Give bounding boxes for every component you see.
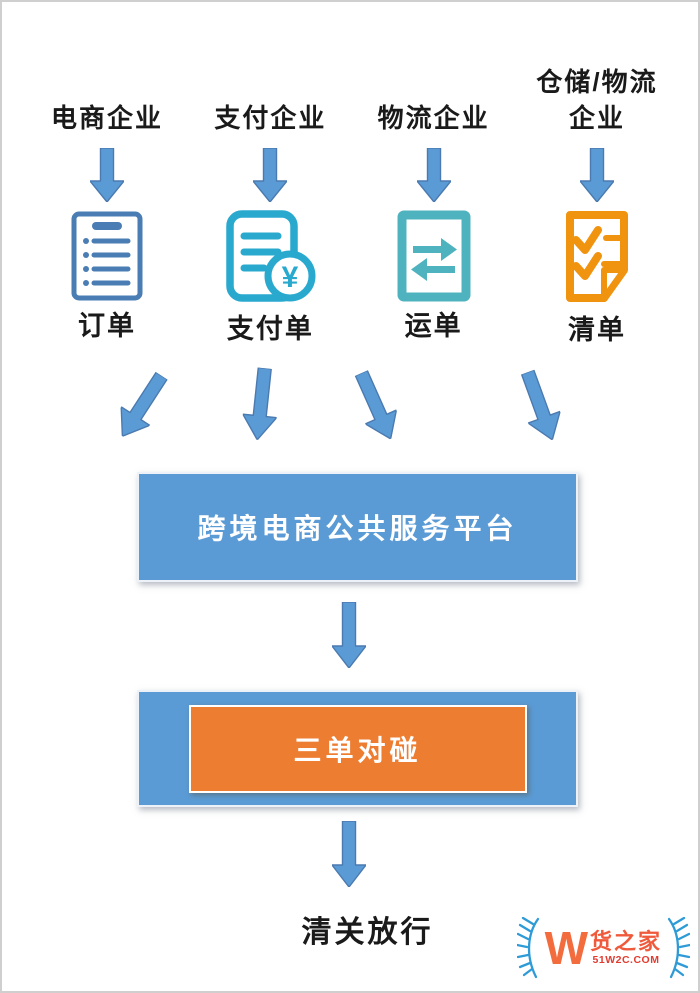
doc-label: 支付单 (226, 314, 314, 344)
logo-monogram: W (544, 922, 588, 974)
result-label: 清关放行 (301, 916, 434, 949)
diagonal-arrow-icon (354, 369, 398, 440)
yen-sign: ¥ (282, 261, 299, 294)
column-header: 仓储/物流 企业 (536, 56, 657, 136)
down-arrow-icon (332, 602, 366, 668)
watermark-logo: W 货之家 51W2C.COM (516, 917, 690, 979)
laurel-right-icon (667, 917, 690, 979)
down-arrow-icon (90, 148, 124, 202)
column-payment: 支付企业 ¥ 支付单 (195, 56, 345, 348)
header-text: 物流企业 (377, 103, 490, 133)
header-text-line2: 企业 (568, 103, 625, 133)
doc-label: 订单 (78, 311, 136, 341)
diagonal-arrow-icon (242, 366, 278, 441)
logo-texts: 货之家 51W2C.COM (589, 928, 662, 967)
header-text: 电商企业 (50, 103, 163, 133)
laurel-left-icon (516, 917, 539, 979)
header-text-line1: 仓储/物流 (536, 67, 658, 97)
diagonal-arrow-icon (520, 369, 561, 441)
column-logistics: 物流企业 运单 (359, 56, 509, 348)
column-warehouse-logistics: 仓储/物流 企业 清单 (522, 56, 672, 348)
platform-box: 跨境电商公共服务平台 (137, 472, 578, 582)
payment-bill-icon: ¥ (226, 210, 316, 302)
diagonal-arrow-icon (120, 371, 168, 437)
logo-name: 货之家 (589, 928, 662, 954)
transfer-arrows-icon (397, 210, 471, 302)
logo-site: 51W2C.COM (592, 953, 660, 966)
down-arrow-icon (579, 148, 614, 202)
doc-label: 清单 (567, 315, 626, 345)
doc-label: 运单 (404, 311, 463, 341)
down-arrow-icon (253, 148, 288, 202)
order-list-icon (71, 211, 143, 301)
source-columns: 电商企业 订单 支付企业 (2, 2, 698, 348)
down-arrow-icon (332, 821, 366, 887)
column-header: 电商企业 (51, 56, 163, 136)
converging-arrows (2, 366, 698, 468)
column-header: 支付企业 (214, 56, 326, 136)
match-box-outer: 三单对碰 (137, 690, 578, 807)
match-box: 三单对碰 (188, 704, 527, 793)
checklist-icon (565, 211, 628, 302)
column-header: 物流企业 (378, 56, 490, 136)
column-ecommerce: 电商企业 订单 (32, 56, 182, 348)
down-arrow-icon (416, 148, 451, 202)
header-text: 支付企业 (214, 103, 327, 133)
